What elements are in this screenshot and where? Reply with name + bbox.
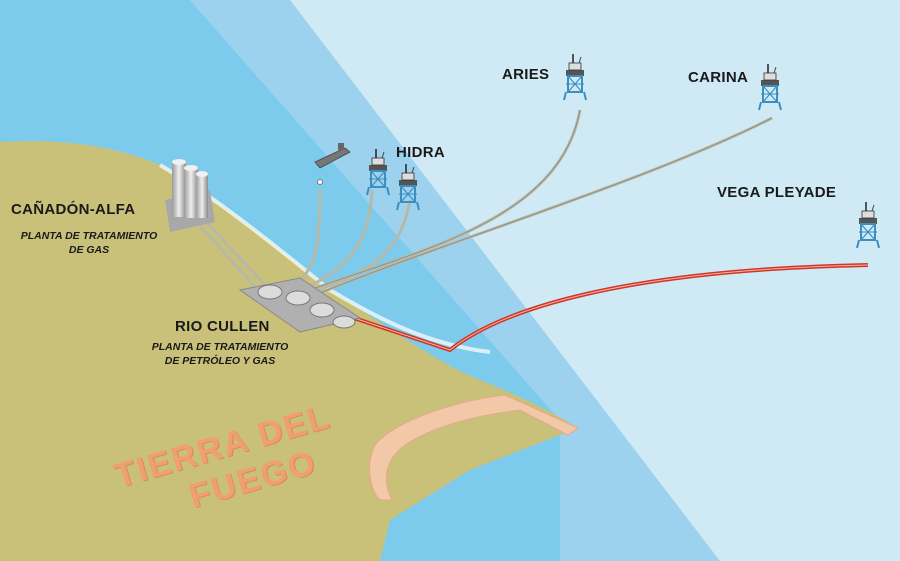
description-line: PLANTA DE TRATAMIENTO	[151, 341, 289, 353]
rio-cullen-plant	[238, 277, 362, 333]
storage-tank-icon	[196, 174, 208, 218]
facility-description-canadon-alfa: PLANTA DE TRATAMIENTO DE GAS	[14, 229, 164, 257]
platform-label-aries: ARIES	[502, 66, 550, 83]
storage-tank-icon	[257, 284, 283, 300]
description-line: PLANTA DE TRATAMIENTO	[20, 230, 158, 242]
shelf-channel	[190, 0, 720, 561]
platform-label-hidra: HIDRA	[396, 144, 445, 161]
platform-label-vega-pleyade: VEGA PLEYADE	[717, 184, 837, 201]
storage-tank-icon	[285, 290, 311, 306]
storage-tank-icon	[309, 302, 335, 318]
storage-tank-icon	[332, 315, 356, 329]
description-line: DE PETRÓLEO Y GAS	[164, 355, 276, 367]
facility-description-rio-cullen: PLANTA DE TRATAMIENTO DE PETRÓLEO Y GAS	[150, 340, 290, 368]
facility-label-rio-cullen: RIO CULLEN	[175, 318, 270, 335]
land-tierra-del-fuego	[0, 141, 578, 561]
gas-pipelines-outline	[309, 109, 773, 296]
storage-tank-icon	[184, 168, 198, 218]
description-line: DE GAS	[68, 244, 110, 256]
canadon-alfa-plant	[165, 159, 215, 232]
breakwater	[369, 394, 580, 501]
facility-label-canadon-alfa: CAÑADÓN-ALFA	[11, 201, 136, 218]
tanker-ship-icon	[314, 143, 351, 185]
storage-tank-icon	[172, 162, 186, 217]
platform-label-carina: CARINA	[688, 69, 749, 86]
